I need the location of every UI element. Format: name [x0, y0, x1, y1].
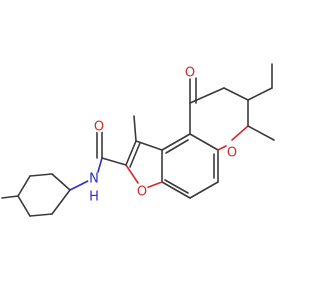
bond	[217, 145, 227, 151]
bond	[161, 133, 191, 151]
bond	[125, 140, 137, 166]
ring-oxygen-label: O	[227, 146, 237, 161]
bond	[247, 87, 273, 101]
bond	[133, 115, 137, 142]
bond	[231, 125, 249, 141]
bond	[189, 181, 219, 199]
amide-hydrogen-label-background	[87, 189, 101, 203]
bond	[51, 189, 71, 215]
bond	[247, 125, 275, 141]
bond	[165, 139, 189, 154]
bond	[125, 164, 139, 184]
furan-oxygen-label: O	[137, 185, 147, 200]
amide-nitrogen-label: N	[89, 172, 99, 187]
bond	[17, 195, 31, 217]
bond	[164, 179, 189, 194]
bond	[1, 195, 19, 199]
ring-oxygen-label-background	[225, 145, 239, 159]
bond	[17, 175, 31, 197]
amide-oxygen-label-background	[92, 119, 106, 133]
bond	[189, 133, 219, 151]
bond	[161, 181, 191, 199]
bond	[29, 173, 53, 177]
ketone-oxygen-label-background	[183, 65, 197, 79]
bond	[29, 213, 53, 217]
bond	[97, 157, 103, 173]
bond	[223, 87, 249, 101]
bond	[129, 142, 141, 168]
bond	[69, 179, 91, 191]
bond	[51, 173, 71, 191]
amide-nitrogen-label-background	[87, 171, 101, 185]
amide-oxygen-label: O	[94, 120, 104, 135]
amide-hydrogen-label: H	[89, 190, 99, 205]
bond	[189, 87, 225, 104]
furan-oxygen-label-background	[135, 184, 149, 198]
bond	[145, 181, 163, 189]
ketone-oxygen-label: O	[185, 66, 195, 81]
molecule-structure: O O O O NH	[1, 63, 275, 217]
bond	[101, 157, 127, 166]
